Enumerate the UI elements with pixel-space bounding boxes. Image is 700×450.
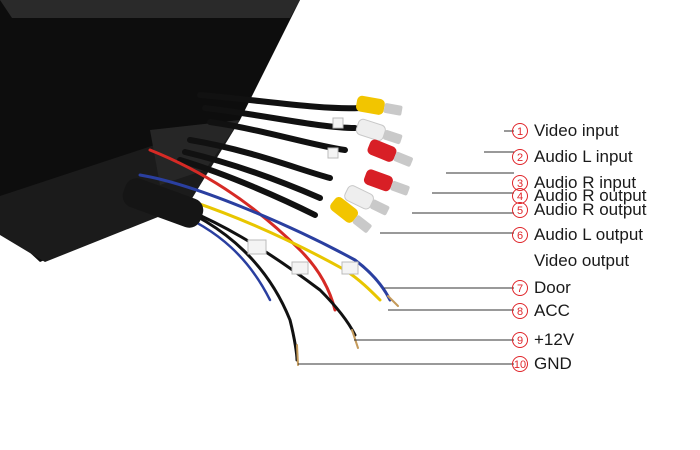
label-text: Audio L input xyxy=(534,147,633,166)
label-number: 6 xyxy=(512,227,528,243)
monitor-housing xyxy=(0,0,300,262)
label-text: Audio R output xyxy=(534,200,647,219)
wire-tags xyxy=(247,239,359,275)
label-row-acc: 8 ACC xyxy=(512,299,570,323)
label-row-gnd: 10 GND xyxy=(512,352,572,376)
label-text: GND xyxy=(534,354,572,373)
label-row-12v: 9 +12V xyxy=(512,328,574,352)
label-text: ACC xyxy=(534,301,570,320)
label-row-audio-l-output: 6 Audio L output xyxy=(512,223,643,247)
label-number: 7 xyxy=(512,280,528,296)
leader-lines xyxy=(298,130,514,365)
label-number xyxy=(512,253,528,269)
label-number: 2 xyxy=(512,149,528,165)
label-text: Audio L output xyxy=(534,225,644,244)
label-number: 9 xyxy=(512,332,528,348)
label-text: Audio R input xyxy=(534,173,637,192)
power-wires xyxy=(133,148,399,366)
label-row-video-input: 1 Video input xyxy=(512,119,619,143)
label-number: 5 xyxy=(512,202,528,218)
label-text: +12V xyxy=(534,330,575,349)
label-number: 10 xyxy=(512,356,528,372)
label-text: Video output xyxy=(534,251,630,270)
label-text: Door xyxy=(534,278,571,297)
label-text: Video input xyxy=(534,121,619,140)
inline-fuse xyxy=(122,178,204,228)
rca-connectors xyxy=(327,95,413,233)
label-row-audio-r-output-b: 5 Audio R output xyxy=(512,198,646,222)
label-number: 8 xyxy=(512,303,528,319)
label-text: Audio R output xyxy=(534,186,647,205)
label-row-audio-l-input: 2 Audio L input xyxy=(512,145,633,169)
label-row-door: 7 Door xyxy=(512,276,571,300)
label-number: 1 xyxy=(512,123,528,139)
rca-cables xyxy=(177,92,363,218)
label-row-video-output: Video output xyxy=(512,249,629,273)
